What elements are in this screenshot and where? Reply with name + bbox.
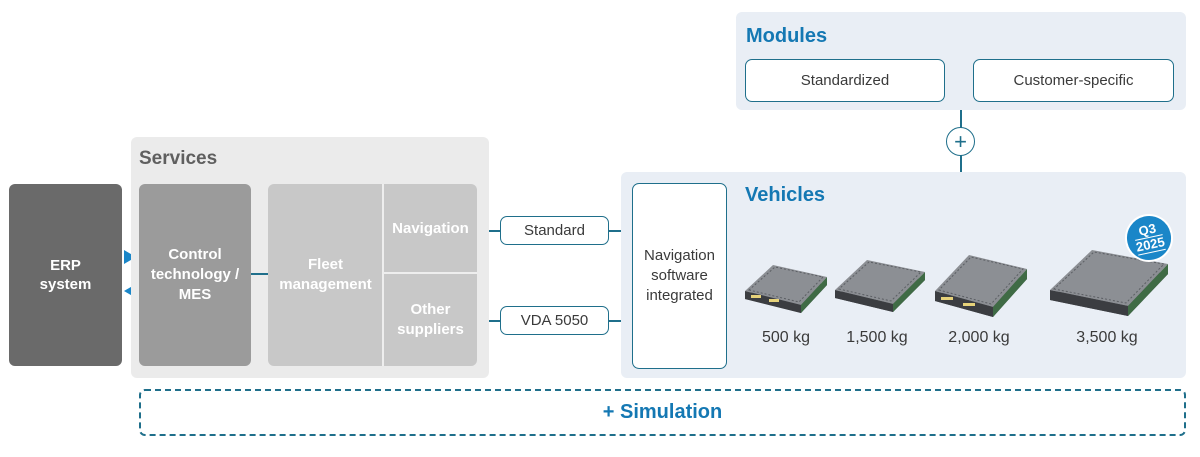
control-technology-box: Control technology / MES (139, 184, 251, 366)
control-line3: MES (178, 286, 212, 303)
other-line2: suppliers (397, 321, 464, 338)
erp-system-box: ERP system (9, 184, 122, 366)
vehicle-3500kg-image (1048, 238, 1170, 320)
navigation-cell: Navigation (392, 219, 469, 237)
navigation-standard-connector (489, 230, 500, 232)
services-title: Services (139, 148, 218, 169)
modules-title: Modules (746, 25, 828, 47)
fleet-management-label: Fleet management (268, 184, 383, 366)
module-standardized[interactable]: Standardized (745, 59, 945, 102)
vehicle-500kg-image (743, 255, 829, 317)
fleet-divider-horizontal (383, 272, 477, 274)
vehicle-1500kg-image (833, 250, 927, 316)
standard-pill: Standard (500, 216, 609, 245)
fleet-line2: management (279, 276, 372, 293)
vda-navsw-connector (609, 320, 632, 322)
fleet-line1: Fleet (307, 256, 343, 273)
vehicle-weight-3500: 3,500 kg (1076, 329, 1138, 346)
vehicle-weight-1500: 1,500 kg (846, 329, 908, 346)
erp-label-line2: system (39, 276, 92, 293)
navsw-line2: software (651, 267, 708, 284)
fleet-management-box (268, 184, 477, 366)
standard-navsw-connector (609, 230, 632, 232)
navigation-software-box: Navigation software integrated (632, 183, 727, 369)
fleet-divider-vertical (382, 184, 384, 366)
other-line1: Other (410, 301, 451, 318)
simulation-box: + Simulation (139, 389, 1186, 436)
other-suppliers-cell: Other suppliers (384, 274, 477, 366)
vehicle-weight-2000: 2,000 kg (948, 329, 1010, 346)
vda5050-pill: VDA 5050 (500, 306, 609, 335)
control-line1: Control (168, 246, 222, 263)
vehicle-2000kg-image (933, 245, 1029, 321)
control-fleet-connector (251, 273, 268, 275)
vehicles-title: Vehicles (745, 184, 826, 206)
vehicle-weight-500: 500 kg (761, 329, 811, 346)
other-vda-connector (489, 320, 500, 322)
navsw-line3: integrated (646, 287, 713, 304)
module-customer-specific[interactable]: Customer-specific (973, 59, 1174, 102)
navsw-line1: Navigation (644, 247, 715, 264)
control-line2: technology / (150, 266, 240, 283)
plus-icon: + (946, 127, 975, 156)
erp-label-line1: ERP (50, 257, 81, 274)
